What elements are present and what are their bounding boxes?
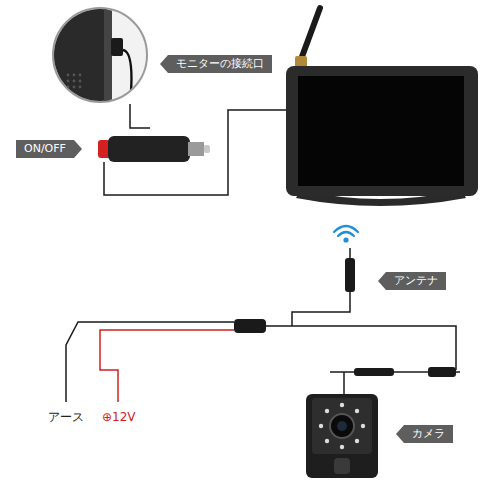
callout-tag: ON/OFF xyxy=(16,140,82,158)
wire-label: ⊕12V xyxy=(102,410,136,424)
camera-connector xyxy=(428,367,456,377)
positive-wire xyxy=(100,330,234,402)
callout-tag: モニターの接続口 xyxy=(160,55,272,73)
tag-text: アンテナ xyxy=(378,272,446,290)
antenna-module xyxy=(345,248,355,292)
tag-text: モニターの接続口 xyxy=(160,55,272,73)
tag-fill xyxy=(378,272,446,290)
tag-text: カメラ xyxy=(396,425,453,443)
inline-connector xyxy=(234,319,266,333)
wifi-symbol xyxy=(334,226,358,242)
tag-fill xyxy=(16,140,82,158)
camera-connector xyxy=(354,368,394,376)
tag-text: ON/OFF xyxy=(16,140,82,158)
harness-wires xyxy=(66,292,460,402)
tag-fill xyxy=(160,55,272,73)
tag-fill xyxy=(396,425,453,443)
monitor-side-closeup xyxy=(48,5,131,115)
cigarette-plug xyxy=(98,136,210,162)
monitor xyxy=(286,8,478,206)
callout-tag: アンテナ xyxy=(378,272,446,290)
power-cable xyxy=(104,104,286,195)
camera xyxy=(306,394,378,478)
wire-label: アース xyxy=(48,410,84,424)
callout-tag: カメラ xyxy=(396,425,453,443)
